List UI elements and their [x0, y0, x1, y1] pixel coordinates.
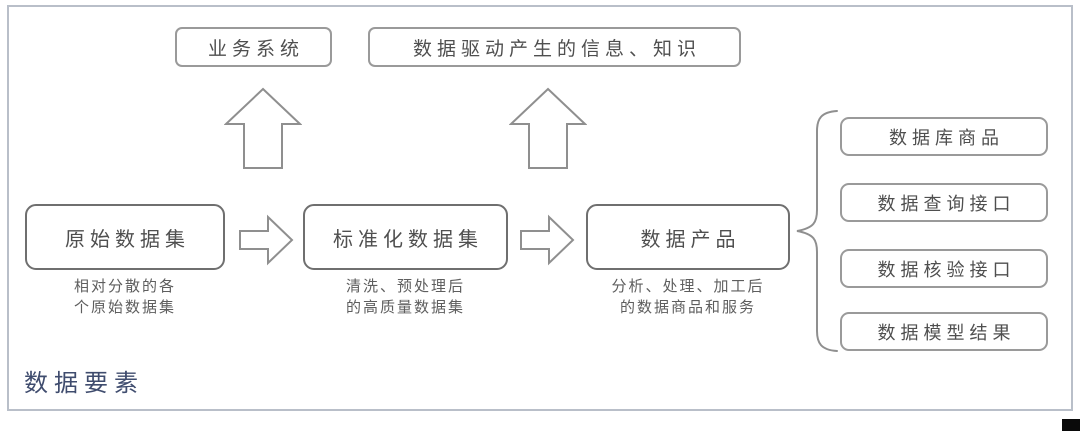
- desc-data-product: 分析、处理、加工后 的数据商品和服务: [586, 277, 790, 319]
- desc-standardized-dataset: 清洗、预处理后 的高质量数据集: [303, 277, 508, 319]
- desc-standardized-dataset-line1: 清洗、预处理后: [345, 279, 465, 295]
- desc-raw-dataset: 相对分散的各 个原始数据集: [25, 277, 225, 319]
- box-database-commodity: 数据库商品: [840, 117, 1048, 156]
- box-data-driven-information-knowledge: 数据驱动产生的信息、知识: [368, 27, 741, 67]
- corner-mark: [1062, 419, 1080, 431]
- box-data-verification-interface: 数据核验接口: [840, 249, 1048, 288]
- box-data-query-interface: 数据查询接口: [840, 183, 1048, 222]
- box-raw-dataset: 原始数据集: [25, 204, 225, 270]
- up-arrow-1: [224, 87, 302, 170]
- desc-data-product-line2: 的数据商品和服务: [619, 300, 756, 316]
- desc-raw-dataset-line1: 相对分散的各: [73, 279, 176, 295]
- right-arrow-1: [238, 214, 294, 266]
- right-arrow-2: [519, 214, 575, 266]
- desc-standardized-dataset-line2: 的高质量数据集: [345, 300, 465, 316]
- up-arrow-2: [509, 87, 587, 170]
- desc-raw-dataset-line2: 个原始数据集: [73, 300, 176, 316]
- box-data-model-result: 数据模型结果: [840, 312, 1048, 351]
- box-data-product: 数据产品: [586, 204, 790, 270]
- box-standardized-dataset: 标准化数据集: [303, 204, 508, 270]
- outer-frame: [7, 5, 1073, 411]
- desc-data-product-line1: 分析、处理、加工后: [611, 279, 765, 295]
- box-business-system: 业务系统: [175, 27, 332, 67]
- curly-brace: [791, 109, 839, 353]
- caption-data-elements: 数据要素: [24, 371, 144, 397]
